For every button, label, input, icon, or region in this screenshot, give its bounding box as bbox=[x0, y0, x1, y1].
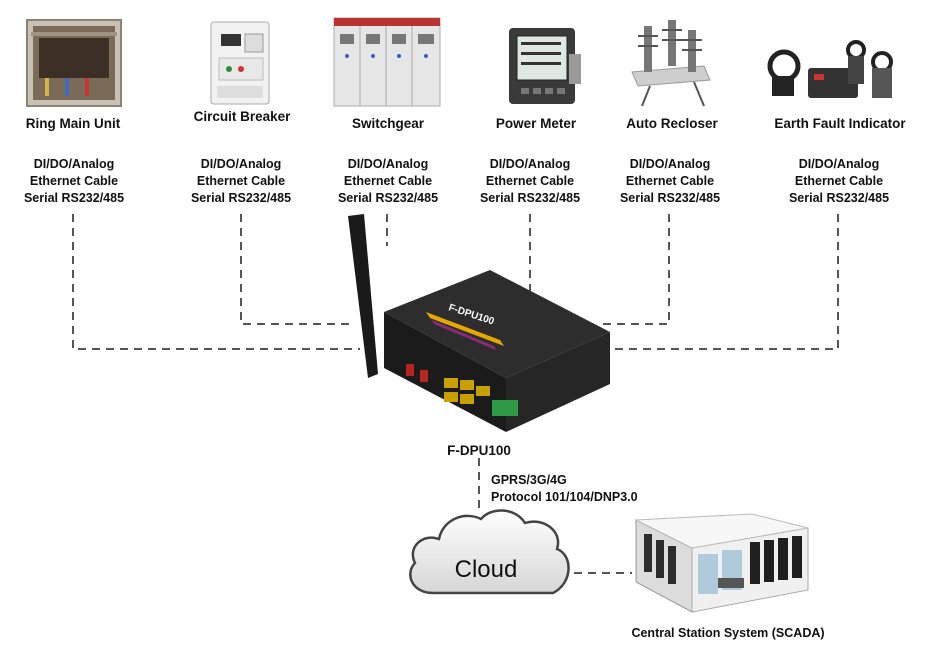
control-room-icon bbox=[634, 513, 809, 613]
device-label-auto-recloser: Auto Recloser bbox=[626, 116, 718, 131]
interface-label: Ethernet Cable bbox=[485, 174, 575, 188]
interfaces-earth-fault-indicator: DI/DO/Analog Ethernet Cable Serial RS232… bbox=[778, 156, 900, 207]
interface-label: Ethernet Cable bbox=[196, 174, 286, 188]
interface-label: Serial RS232/485 bbox=[479, 191, 581, 205]
device-label-power-meter: Power Meter bbox=[495, 116, 577, 131]
ring-main-unit-icon bbox=[26, 19, 122, 107]
uplink-info: GPRS/3G/4G Protocol 101/104/DNP3.0 bbox=[491, 472, 638, 506]
power-meter-icon bbox=[509, 28, 581, 104]
interface-label: Ethernet Cable bbox=[29, 174, 119, 188]
interface-label: Serial RS232/485 bbox=[337, 191, 439, 205]
interface-label: DI/DO/Analog bbox=[489, 157, 571, 171]
interface-label: DI/DO/Analog bbox=[347, 157, 429, 171]
link-earth-fault-indicator bbox=[605, 214, 839, 350]
interface-label: DI/DO/Analog bbox=[200, 157, 282, 171]
link-ring-main-unit bbox=[72, 214, 360, 350]
device-label-earth-fault-indicator: Earth Fault Indicator bbox=[774, 116, 906, 131]
interface-label: DI/DO/Analog bbox=[629, 157, 711, 171]
interface-label: Serial RS232/485 bbox=[788, 191, 890, 205]
interfaces-auto-recloser: DI/DO/Analog Ethernet Cable Serial RS232… bbox=[609, 156, 731, 207]
uplink-network-label: GPRS/3G/4G bbox=[491, 473, 567, 487]
interface-label: Ethernet Cable bbox=[343, 174, 433, 188]
earth-fault-indicator-icon bbox=[767, 40, 893, 98]
interface-label: DI/DO/Analog bbox=[33, 157, 115, 171]
scada-label: Central Station System (SCADA) bbox=[631, 626, 825, 640]
gateway-label: F-DPU100 bbox=[447, 443, 511, 458]
interface-label: Serial RS232/485 bbox=[619, 191, 721, 205]
interface-label: Ethernet Cable bbox=[794, 174, 884, 188]
link-auto-recloser bbox=[600, 214, 670, 325]
interfaces-ring-main-unit: DI/DO/Analog Ethernet Cable Serial RS232… bbox=[13, 156, 135, 207]
switchgear-icon bbox=[333, 17, 441, 107]
cloud-icon bbox=[409, 509, 570, 595]
cloud-label: Cloud bbox=[454, 556, 518, 583]
interface-label: Serial RS232/485 bbox=[190, 191, 292, 205]
device-label-circuit-breaker: Circuit Breaker bbox=[193, 109, 291, 124]
device-label-switchgear: Switchgear bbox=[351, 116, 425, 131]
interfaces-switchgear: DI/DO/Analog Ethernet Cable Serial RS232… bbox=[327, 156, 449, 207]
interface-label: DI/DO/Analog bbox=[798, 157, 880, 171]
interfaces-power-meter: DI/DO/Analog Ethernet Cable Serial RS232… bbox=[469, 156, 591, 207]
antenna-icon bbox=[348, 214, 378, 378]
device-label-ring-main-unit: Ring Main Unit bbox=[25, 116, 121, 131]
interface-label: Ethernet Cable bbox=[625, 174, 715, 188]
auto-recloser-icon bbox=[631, 20, 711, 107]
interfaces-circuit-breaker: DI/DO/Analog Ethernet Cable Serial RS232… bbox=[180, 156, 302, 207]
gateway-router-icon: F-DPU100 bbox=[348, 214, 610, 432]
link-circuit-breaker bbox=[240, 214, 355, 325]
interface-label: Serial RS232/485 bbox=[23, 191, 125, 205]
uplink-protocol-label: Protocol 101/104/DNP3.0 bbox=[491, 490, 638, 504]
circuit-breaker-icon bbox=[210, 21, 270, 105]
